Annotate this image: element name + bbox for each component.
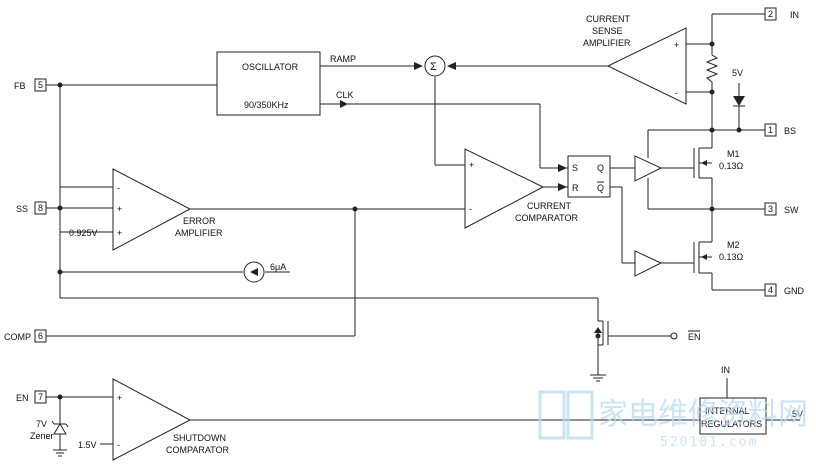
pin-en: EN 7 — [16, 390, 47, 404]
ref-0925v: 0.925V — [69, 228, 98, 238]
svg-text:7: 7 — [38, 392, 43, 402]
pin-in: 2 IN — [764, 7, 799, 21]
svg-text:S: S — [572, 163, 578, 173]
svg-text:INTERNAL: INTERNAL — [705, 406, 750, 416]
pin-sw: 3 SW — [764, 202, 799, 216]
mosfet-m1: M1 0.13Ω — [693, 147, 744, 179]
pin-bs: 1 BS — [764, 123, 796, 137]
pin-fb: FB 5 — [14, 78, 47, 92]
svg-text:-: - — [117, 440, 120, 450]
svg-text:+: + — [117, 204, 122, 214]
svg-text:Q: Q — [597, 183, 604, 193]
mosfet-m2: M2 0.13Ω — [693, 240, 744, 274]
svg-text:+: + — [117, 393, 122, 403]
svg-text:家电维修资料网: 家电维修资料网 — [598, 397, 808, 432]
summing-junction: Σ — [414, 55, 456, 77]
svg-text:SHUTDOWN: SHUTDOWN — [173, 433, 226, 443]
svg-text:AMPLIFIER: AMPLIFIER — [583, 38, 631, 48]
svg-text:+: + — [469, 160, 474, 170]
svg-text:90/350KHz: 90/350KHz — [244, 100, 289, 110]
shutdown-comparator: + - 1.5V SHUTDOWN COMPARATOR — [78, 378, 230, 461]
svg-text:ERROR: ERROR — [183, 216, 216, 226]
ramp-label: RAMP — [330, 54, 356, 64]
svg-text:520101.com: 520101.com — [660, 435, 758, 450]
en-pulldown-ground — [590, 374, 606, 382]
svg-text:FB: FB — [14, 81, 26, 91]
current-sense-amplifier: + - CURRENT SENSE AMPLIFIER — [583, 14, 687, 105]
svg-text:1: 1 — [768, 125, 773, 135]
pin-ss: SS 8 — [16, 201, 47, 215]
bootstrap-diode: 5V — [732, 68, 745, 107]
svg-text:2: 2 — [768, 9, 773, 19]
svg-text:EN: EN — [16, 393, 29, 403]
svg-text:GND: GND — [784, 286, 805, 296]
svg-text:SS: SS — [16, 204, 28, 214]
svg-text:Q: Q — [597, 163, 604, 173]
sr-latch: S R Q Q — [567, 155, 611, 198]
en-pulldown-fet — [594, 313, 609, 346]
svg-text:COMP: COMP — [4, 332, 31, 342]
svg-text:IN: IN — [790, 10, 799, 20]
watermark: 家电维修资料网 520101.com — [538, 390, 808, 450]
svg-text:BS: BS — [784, 126, 796, 136]
svg-text:0.13Ω: 0.13Ω — [719, 252, 744, 262]
ref-15v: 1.5V — [78, 440, 97, 450]
sense-resistor — [705, 54, 719, 83]
svg-text:6μA: 6μA — [270, 262, 286, 272]
svg-text:5V: 5V — [792, 409, 803, 419]
svg-text:R: R — [572, 183, 579, 193]
en-bar-node: EN — [670, 330, 701, 342]
svg-text:-: - — [469, 204, 472, 214]
pin-comp: COMP 6 — [4, 329, 47, 343]
current-comparator: + - CURRENT COMPARATOR — [464, 148, 579, 229]
svg-text:M1: M1 — [727, 149, 740, 159]
svg-text:EN: EN — [688, 332, 701, 342]
current-source-6ua: 6μA — [243, 261, 286, 283]
oscillator-block: OSCILLATOR 90/350KHz RAMP CLK — [216, 51, 356, 116]
svg-text:COMPARATOR: COMPARATOR — [515, 213, 579, 223]
svg-text:+: + — [674, 40, 679, 50]
svg-text:-: - — [675, 88, 678, 98]
svg-text:OSCILLATOR: OSCILLATOR — [242, 62, 299, 72]
low-side-driver — [634, 250, 663, 277]
svg-text:6: 6 — [38, 331, 43, 341]
clk-arrow — [340, 100, 348, 108]
pin-gnd: 4 GND — [764, 283, 805, 297]
svg-text:4: 4 — [768, 285, 773, 295]
error-amplifier: - + + 0.925V ERROR AMPLIFIER — [69, 168, 223, 251]
internal-regulators: INTERNAL REGULATORS IN 5V — [699, 365, 803, 435]
svg-text:7V: 7V — [36, 419, 47, 429]
svg-text:COMPARATOR: COMPARATOR — [166, 445, 230, 455]
svg-text:0.13Ω: 0.13Ω — [719, 161, 744, 171]
svg-text:8: 8 — [38, 203, 43, 213]
svg-text:CURRENT: CURRENT — [586, 14, 631, 24]
clk-label: CLK — [336, 90, 354, 100]
svg-text:+: + — [117, 228, 122, 238]
svg-text:Zener: Zener — [30, 431, 54, 441]
svg-text:IN: IN — [721, 365, 730, 375]
svg-text:5: 5 — [38, 80, 43, 90]
svg-text:Σ: Σ — [430, 61, 437, 73]
svg-text:5V: 5V — [732, 68, 743, 78]
svg-text:REGULATORS: REGULATORS — [701, 419, 762, 429]
high-side-driver — [634, 155, 663, 182]
wires — [46, 13, 800, 450]
svg-text:-: - — [117, 183, 120, 193]
svg-text:M2: M2 — [727, 240, 740, 250]
svg-text:SW: SW — [784, 205, 799, 215]
svg-text:CURRENT: CURRENT — [527, 201, 572, 211]
svg-text:SENSE: SENSE — [592, 26, 623, 36]
svg-text:3: 3 — [768, 204, 773, 214]
svg-text:AMPLIFIER: AMPLIFIER — [175, 228, 223, 238]
zener-diode: 7V Zener — [30, 419, 69, 457]
